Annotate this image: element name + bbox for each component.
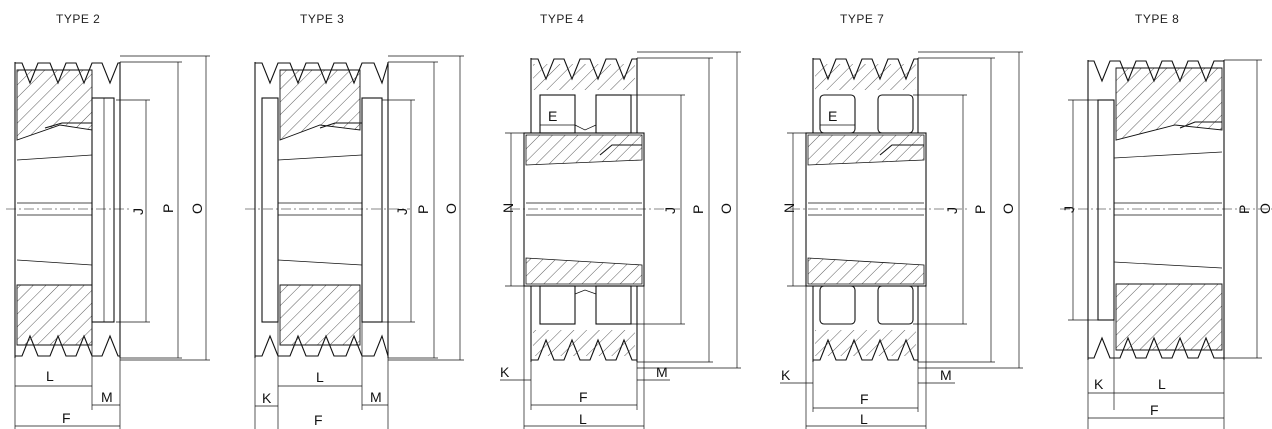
type-2-f-label: F [62, 410, 71, 426]
type-2-o-label: O [189, 203, 205, 214]
type-7-n-label: N [781, 203, 797, 213]
type-3-j-label: J [394, 208, 410, 215]
type-7-drawing: TYPE 7 E N J P [780, 12, 1023, 429]
type-3-k-label: K [262, 390, 272, 406]
type-2-j-label: J [130, 208, 146, 215]
type-7-k-label: K [781, 367, 791, 383]
type-3-o-label: O [443, 203, 459, 214]
type-3-f-label: F [314, 412, 323, 428]
type-8-k-label: K [1094, 376, 1104, 392]
type-3-p-label: P [415, 205, 431, 214]
type-3-l-label: L [316, 369, 324, 385]
type-4-j-label: J [662, 207, 678, 214]
type-8-l-label: L [1158, 376, 1166, 392]
type-2-l-label: L [46, 368, 54, 384]
type-2-title: TYPE 2 [56, 12, 100, 26]
type-4-f-label: F [579, 389, 588, 405]
type-2-p-label: P [160, 204, 176, 213]
type-4-l-label: L [579, 411, 587, 427]
type-7-p-label: P [972, 205, 988, 214]
type-8-j-label: J [1061, 206, 1077, 213]
type-8-o-label: O [1257, 203, 1272, 214]
type-8-p-label: P [1236, 205, 1252, 214]
type-7-o-label: O [1000, 203, 1016, 214]
type-7-m-label: M [940, 367, 952, 383]
type-8-drawing: TYPE 8 J P O K L F [1060, 12, 1272, 429]
type-2-drawing: TYPE 2 J P O [6, 12, 210, 429]
type-8-title: TYPE 8 [1135, 12, 1179, 26]
type-7-e-label: E [828, 108, 837, 124]
type-7-f-label: F [860, 391, 869, 407]
type-2-m-label: M [101, 389, 113, 405]
type-7-l-label: L [860, 411, 868, 427]
type-7-j-label: J [944, 207, 960, 214]
type-7-title: TYPE 7 [840, 12, 884, 26]
type-8-f-label: F [1150, 402, 1159, 418]
type-4-o-label: O [718, 203, 734, 214]
type-4-e-label: E [548, 108, 557, 124]
type-4-title: TYPE 4 [540, 12, 584, 26]
type-3-title: TYPE 3 [300, 12, 344, 26]
type-4-n-label: N [500, 203, 516, 213]
type-3-m-label: M [370, 389, 382, 405]
type-4-drawing: TYPE 4 E N J [500, 12, 741, 429]
type-3-drawing: TYPE 3 J P O K [245, 12, 464, 429]
type-4-m-label: M [656, 364, 668, 380]
type-4-k-label: K [500, 364, 510, 380]
type-4-p-label: P [690, 205, 706, 214]
